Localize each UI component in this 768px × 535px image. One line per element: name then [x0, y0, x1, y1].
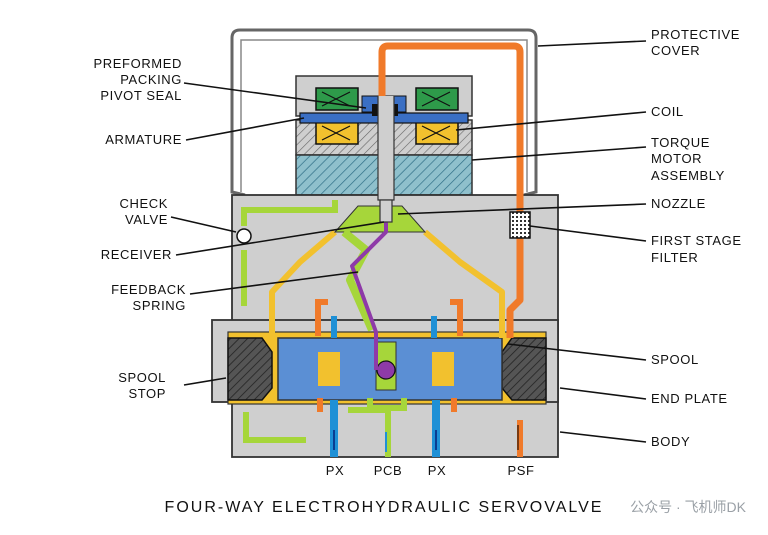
label-preformed-packing-2: PACKING [120, 72, 182, 87]
label-armature: ARMATURE [105, 132, 182, 147]
label-first-stage-filter-1: FIRST STAGE [651, 233, 742, 248]
label-preformed-packing-3: PIVOT SEAL [100, 88, 182, 103]
label-check-valve-2: VALVE [125, 212, 168, 227]
feedback-ball [376, 360, 396, 380]
label-nozzle: NOZZLE [651, 196, 706, 211]
diagram-caption: FOUR-WAY ELECTROHYDRAULIC SERVOVALVE [165, 499, 604, 516]
label-torque-motor-3: ASSEMBLY [651, 168, 725, 183]
label-feedback-spring-2: SPRING [133, 298, 186, 313]
watermark-text: 公众号 · 飞机师DK [630, 499, 747, 515]
supply-pressure-line [378, 42, 524, 338]
label-spool-stop-2: STOP [128, 386, 166, 401]
spool-stop-left [227, 337, 273, 401]
first-stage-filter [509, 211, 531, 239]
label-spool-stop-1: SPOOL [118, 370, 166, 385]
leader-lines [170, 40, 647, 443]
pivot-seal [372, 104, 378, 116]
green-return-line [241, 200, 338, 226]
label-torque-motor-1: TORQUE [651, 135, 710, 150]
label-protective-cover-1: PROTECTIVE [651, 27, 740, 42]
port-label-px-left: PX [326, 463, 345, 478]
label-feedback-spring-1: FEEDBACK [111, 282, 186, 297]
port-label-px-right: PX [428, 463, 447, 478]
label-coil: COIL [651, 104, 684, 119]
port-label-pcb: PCB [374, 463, 403, 478]
nozzle-tube [377, 96, 395, 201]
label-check-valve-1: CHECK [119, 196, 168, 211]
label-end-plate: END PLATE [651, 391, 728, 406]
control-line-left [269, 229, 337, 338]
label-spool: SPOOL [651, 352, 699, 367]
nozzle [379, 199, 393, 223]
control-line-right [423, 229, 505, 338]
label-body: BODY [651, 434, 690, 449]
coil-assembly [315, 87, 459, 145]
label-preformed-packing-1: PREFORMED [94, 56, 182, 71]
label-protective-cover-2: COVER [651, 43, 700, 58]
check-valve [236, 228, 252, 244]
label-receiver: RECEIVER [101, 247, 172, 262]
label-torque-motor-2: MOTOR [651, 151, 702, 166]
port-label-psf: PSF [507, 463, 534, 478]
label-first-stage-filter-2: FILTER [651, 250, 698, 265]
protective-cover [230, 28, 538, 197]
